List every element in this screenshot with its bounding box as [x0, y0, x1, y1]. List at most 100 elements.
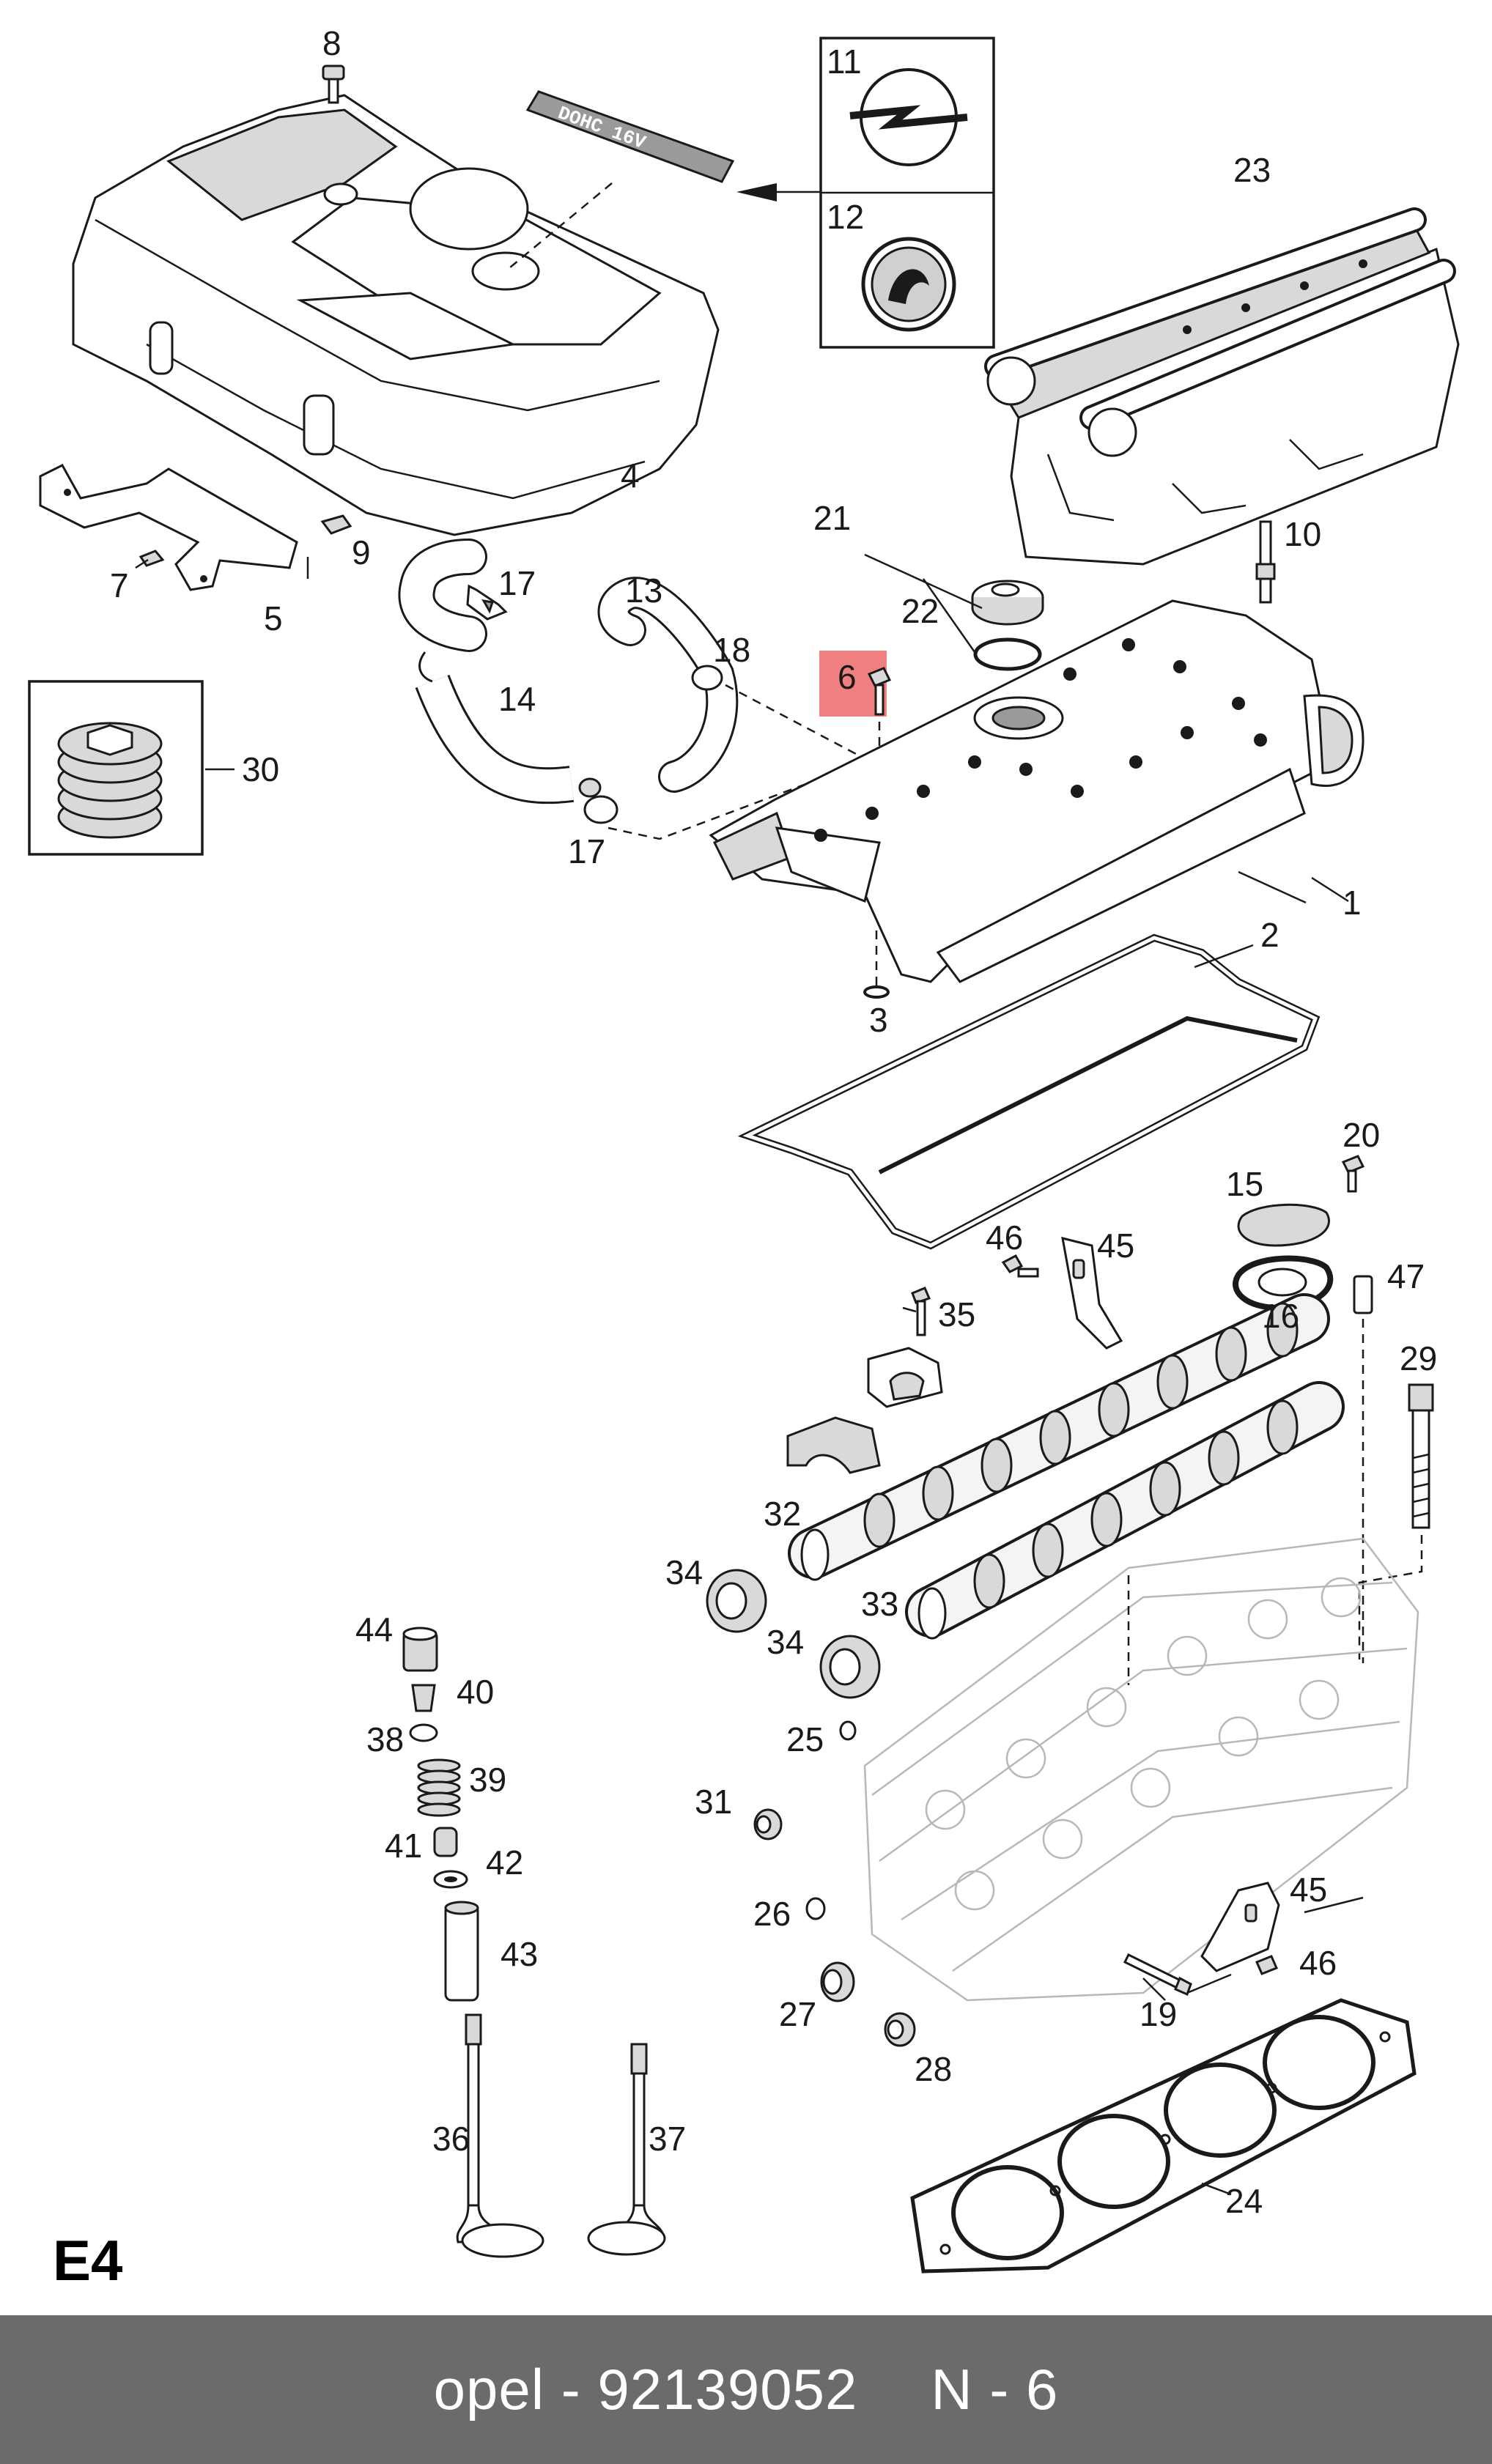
tappet-part-44: [402, 1627, 438, 1672]
callout-35: 35: [938, 1295, 975, 1333]
callout-41: 41: [385, 1827, 422, 1865]
bolt-part-8: [322, 64, 345, 104]
callout-46-bottom: 46: [1299, 1944, 1337, 1982]
callout-47: 47: [1387, 1257, 1425, 1295]
bolt-part-6: [819, 651, 892, 717]
callout-22: 22: [901, 592, 939, 630]
griffin-badge-icon: [861, 237, 956, 332]
camshaft-seal-34-upper: [706, 1569, 767, 1633]
seal-part-28: [884, 2012, 916, 2047]
parts-diagram: DOHC 16V: [28, 24, 1460, 2293]
callout-19: 19: [1140, 1995, 1177, 2033]
valve-seal-41: [433, 1827, 458, 1857]
bolt-part-46-bottom: [1255, 1955, 1278, 1975]
callout-44: 44: [355, 1610, 393, 1649]
callout-10: 10: [1284, 515, 1321, 553]
emblem-box: [819, 37, 995, 349]
plug-box-30: [28, 680, 204, 856]
seal-part-25: [839, 1720, 857, 1741]
callout-14: 14: [498, 680, 536, 718]
brand-part-number: opel - 92139052: [433, 2357, 858, 2422]
callout-33: 33: [861, 1585, 898, 1623]
callout-25: 25: [786, 1720, 824, 1758]
grommet-part-9: [320, 514, 352, 535]
callout-6: 6: [838, 658, 857, 696]
callout-28: 28: [915, 2050, 952, 2088]
camshaft-33: [905, 1381, 1345, 1640]
diagram-position: N - 6: [931, 2357, 1059, 2422]
clip-part-17-top: [466, 584, 508, 621]
callout-18: 18: [713, 631, 750, 669]
caption-bar: opel - 92139052 N - 6: [0, 2315, 1492, 2464]
engine-cover: [72, 94, 720, 536]
callout-3: 3: [869, 1001, 888, 1039]
cylinder-head-assembly: [984, 207, 1460, 566]
exhaust-valve-37: [587, 2043, 666, 2256]
bracket-part-45-top: [1061, 1236, 1123, 1350]
cover-plate-15: [1237, 1203, 1330, 1247]
dohc-label-plate: DOHC 16V: [525, 90, 735, 183]
callout-8: 8: [322, 24, 341, 62]
gasket-16: [1233, 1255, 1334, 1311]
callout-46-top: 46: [986, 1218, 1023, 1257]
callout-36: 36: [432, 2120, 470, 2158]
bush-part-31: [753, 1808, 783, 1840]
spring-seat-42: [433, 1870, 468, 1889]
bolt-part-7: [135, 550, 165, 569]
head-gasket-24: [910, 1998, 1417, 2274]
valve-guide-43: [444, 1901, 479, 2002]
callout-1: 1: [1343, 884, 1362, 922]
valve-spring-39: [417, 1758, 461, 1817]
callout-38: 38: [366, 1720, 404, 1758]
intake-valve-36: [456, 2013, 544, 2258]
callout-labels: 8 11 12 23 4 9 7 5 10 21 22 17 13 18 6 1…: [110, 24, 1437, 2220]
seal-ring-22: [973, 637, 1042, 671]
clip-part-17-bottom: [578, 777, 618, 824]
breather-hose-14: [398, 539, 575, 804]
bolt-part-46-top: [1001, 1254, 1039, 1278]
stud-part-10: [1255, 520, 1276, 604]
callout-12: 12: [827, 198, 864, 236]
arrow-to-emblems: [736, 183, 777, 201]
camshaft-32: [788, 1293, 1330, 1581]
valve-keeper-40: [411, 1684, 436, 1712]
callout-2: 2: [1260, 916, 1279, 954]
callout-23: 23: [1233, 151, 1271, 189]
cover-gasket-2: [737, 933, 1321, 1250]
callout-17-bottom: 17: [568, 832, 605, 870]
seal-part-27: [820, 1961, 855, 2002]
bolt-part-19: [1123, 1953, 1192, 1997]
bolt-part-20: [1341, 1155, 1365, 1193]
callout-26: 26: [753, 1895, 791, 1933]
bearing-cap-lower: [786, 1416, 881, 1474]
seal-ring-3: [863, 985, 890, 999]
callout-30: 30: [242, 750, 279, 788]
bolt-part-35: [911, 1287, 931, 1336]
bracket-part-45-bottom: [1200, 1882, 1280, 1972]
callout-43: 43: [501, 1935, 538, 1973]
callout-15: 15: [1226, 1165, 1263, 1203]
opel-logo-icon: [849, 68, 968, 166]
callout-42: 42: [486, 1843, 523, 1882]
camshaft-cover-1: [709, 599, 1364, 983]
bearing-cap-upper: [867, 1347, 943, 1408]
callout-20: 20: [1343, 1116, 1380, 1154]
callout-5: 5: [264, 599, 283, 637]
section-code: E4: [53, 2228, 122, 2293]
bracket-part-5: [39, 464, 298, 591]
callout-13: 13: [625, 571, 662, 610]
callout-45-bottom: 45: [1290, 1871, 1327, 1909]
head-bolt-29: [1408, 1383, 1434, 1529]
cover-label-text: DOHC 16V: [555, 102, 649, 154]
pin-part-47: [1353, 1275, 1373, 1314]
spring-retainer-38: [409, 1723, 438, 1742]
callout-21: 21: [813, 499, 851, 537]
callout-7: 7: [110, 566, 129, 604]
callout-11: 11: [827, 42, 862, 81]
callout-34-upper: 34: [665, 1553, 703, 1591]
leader-lines: [205, 553, 1364, 2196]
callout-9: 9: [352, 533, 371, 571]
callout-34-lower: 34: [767, 1623, 804, 1661]
oil-filler-cap-21: [971, 580, 1044, 626]
clip-part-18: [691, 665, 723, 691]
